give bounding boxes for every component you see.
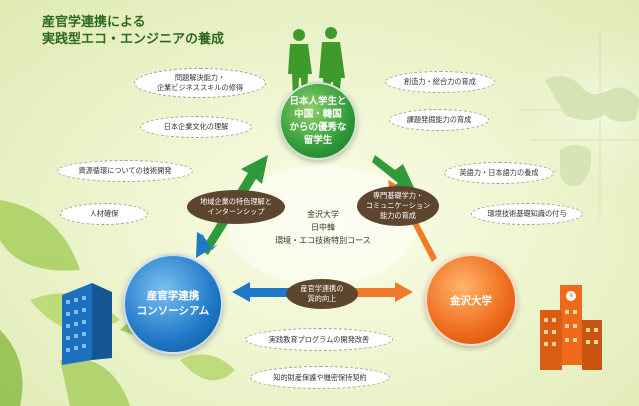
oval-language: 英語力・日本語力の養成 (444, 162, 554, 184)
internship-line-1: 地域企業の特色理解と (200, 197, 272, 206)
office-building-icon (62, 283, 112, 365)
university-clocktower-icon (540, 285, 602, 370)
oval-env-knowledge: 環境技術基礎知識の付与 (471, 203, 583, 225)
node-consortium: 産官学連携 コンソーシアム (123, 254, 223, 354)
consortium-line-2: コンソーシアム (136, 305, 210, 317)
skills-line-2: コミュニケーション (365, 201, 431, 210)
ip-protection-text: 知的財産保護や機密保持契約 (273, 372, 367, 382)
quality-line-1: 産官学連携の (300, 284, 344, 293)
skills-line-1: 専門基礎学力・ (372, 191, 424, 200)
university-label: 金沢大学 (450, 294, 492, 307)
quality-line-2: 質的向上 (307, 294, 337, 303)
title-line-2: 実践型エコ・エンジニアの養成 (42, 32, 225, 47)
problem-finding-text: 課題発掘能力の育成 (406, 115, 472, 124)
corporate-culture-text: 日本企業文化の理解 (163, 122, 229, 131)
arrow-label-internship: 地域企業の特色理解と インターンシップ (187, 190, 285, 224)
globe-icon (515, 25, 639, 220)
problem-solving-line-1: 問題解決能力・ (174, 73, 226, 82)
env-knowledge-text: 環境技術基礎知識の付与 (487, 209, 567, 218)
arrow-label-quality: 産官学連携の 質的向上 (286, 279, 358, 309)
students-line-2: 中国・韓国 (294, 109, 342, 120)
title-line-1: 産官学連携による (42, 15, 146, 30)
oval-talent: 人材確保 (60, 203, 148, 225)
center-line-3: 環境・エコ技術特別コース (275, 236, 371, 245)
oval-ip-protection: 知的財産保護や機密保持契約 (250, 366, 390, 389)
center-program-label: 金沢大学 日中韓 環境・エコ技術特別コース (258, 208, 388, 247)
skills-line-3: 能力の育成 (380, 211, 416, 220)
talent-text: 人材確保 (89, 209, 119, 218)
oval-education-program: 実践教育プログラムの開発改善 (245, 328, 393, 351)
creativity-text: 創造力・総合力の育成 (404, 77, 476, 86)
education-program-text: 実践教育プログラムの開発改善 (268, 334, 370, 344)
resource-tech-text: 資源循環についての技術開発 (78, 166, 172, 175)
node-university: 金沢大学 (425, 254, 517, 346)
consortium-line-1: 産官学連携 (146, 290, 200, 302)
diagram-title: 産官学連携による 実践型エコ・エンジニアの養成 (42, 14, 224, 48)
node-students: 日本人学生と 中国・韓国 からの優秀な 留学生 (279, 82, 357, 160)
oval-resource-tech: 資源循環についての技術開発 (57, 160, 193, 182)
center-line-2: 日中韓 (311, 223, 335, 232)
problem-solving-line-2: 企業ビジネススキルの修得 (156, 83, 244, 92)
students-line-1: 日本人学生と (289, 96, 347, 107)
oval-creativity: 創造力・総合力の育成 (385, 71, 495, 93)
students-line-3: からの優秀な (289, 122, 347, 133)
students-line-4: 留学生 (303, 135, 333, 146)
center-line-1: 金沢大学 (307, 210, 339, 219)
oval-problem-solving: 問題解決能力・ 企業ビジネススキルの修得 (134, 68, 266, 98)
arrow-label-skills: 専門基礎学力・ コミュニケーション 能力の育成 (357, 186, 439, 226)
oval-corporate-culture: 日本企業文化の理解 (140, 116, 252, 138)
internship-line-2: インターンシップ (207, 207, 265, 216)
language-text: 英語力・日本語力の養成 (459, 168, 539, 177)
oval-problem-finding: 課題発掘能力の育成 (389, 109, 489, 131)
